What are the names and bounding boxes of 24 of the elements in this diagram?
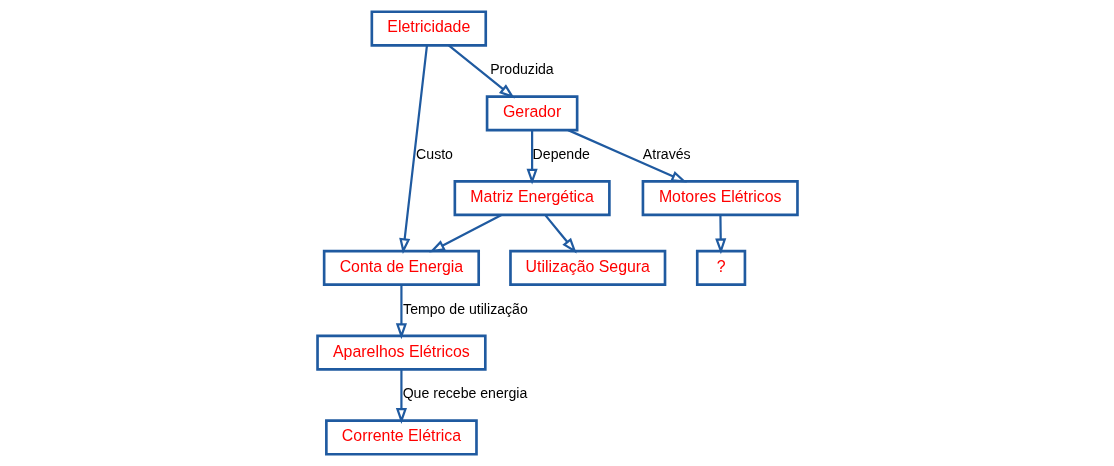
node-box: Utilização Segura (508, 249, 666, 286)
edge-label: Custo (415, 146, 453, 163)
arrow (543, 214, 577, 254)
edge-label: Que recebe energia (402, 385, 527, 402)
node-box: ? (695, 249, 746, 286)
node-box: Aparelhos Elétricos (315, 334, 487, 371)
arrow (398, 45, 428, 255)
arrow (428, 213, 502, 253)
arrow (567, 129, 687, 183)
arrow (526, 130, 538, 185)
edge-label: Através (642, 146, 691, 163)
arrow (447, 44, 515, 99)
node-box: Matriz Energética (453, 180, 611, 217)
edge-label: Depende (532, 146, 590, 163)
node-box: Conta de Energia (322, 249, 480, 286)
node-box: Corrente Elétrica (324, 419, 478, 456)
node-box: Gerador (485, 95, 578, 132)
arrow (395, 369, 407, 424)
arrow (714, 215, 726, 255)
node-box: Eletricidade (370, 10, 487, 47)
node-box: Motores Elétricos (641, 180, 799, 217)
edge-label: Produzida (489, 61, 554, 78)
edge-label: Tempo de utilização (402, 300, 528, 317)
arrow (395, 284, 407, 340)
